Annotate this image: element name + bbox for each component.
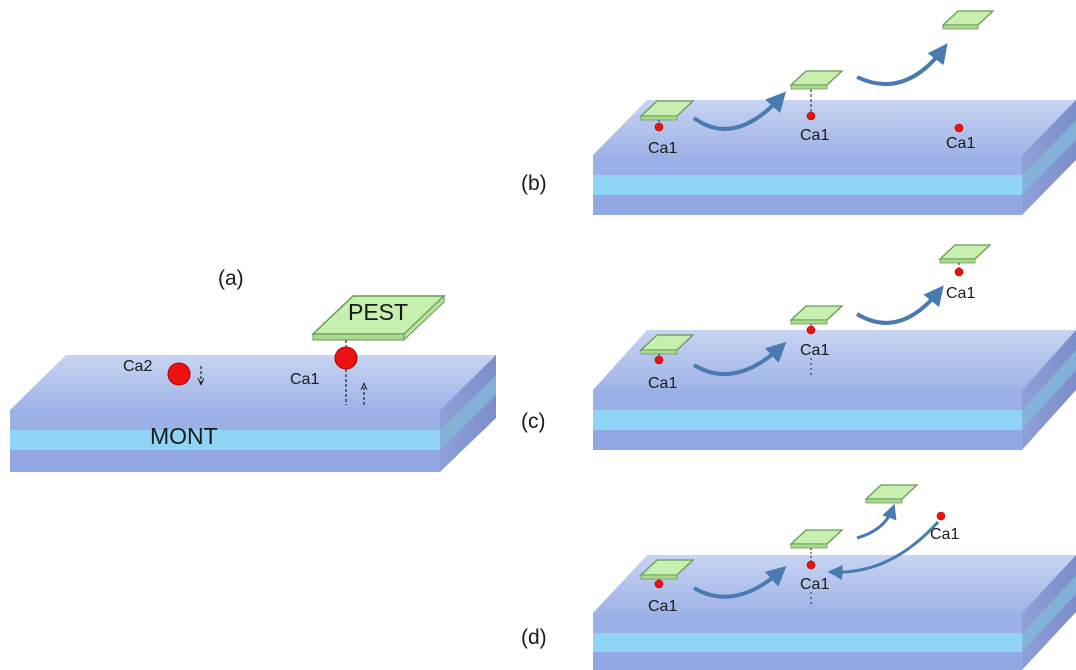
ion-c2 (806, 325, 816, 335)
arrow-c1 (692, 341, 787, 377)
ion-c3-label: Ca1 (946, 285, 975, 302)
mont-label: MONT (150, 423, 218, 449)
panel-d: (d) Ca1 Ca1 Ca1 (521, 484, 1076, 670)
ion-d1 (654, 579, 664, 589)
ion-b1 (654, 122, 664, 132)
molecule-d2 (789, 529, 844, 549)
slab-b (593, 100, 1076, 215)
ion-d3-label: Ca1 (930, 526, 959, 543)
molecule-c1 (639, 334, 695, 355)
molecule-b1 (639, 100, 695, 121)
ion-c2-label: Ca1 (800, 342, 829, 359)
arrow-d1 (692, 566, 787, 599)
ion-b3 (954, 123, 964, 133)
arrow-d3 (827, 520, 940, 581)
slab-d (593, 555, 1076, 670)
ion-d2 (806, 560, 816, 570)
pest-label: PEST (348, 299, 408, 325)
ion-b3-label: Ca1 (946, 135, 975, 152)
panel-a: (a) MONT Ca2 PEST Ca1 (10, 267, 496, 472)
panel-c: (c) Ca1 Ca1 Ca1 (521, 244, 1076, 450)
ca1-ion (334, 346, 358, 370)
ion-c3 (954, 267, 964, 277)
panel-a-label: (a) (218, 267, 244, 290)
ion-c1 (654, 355, 664, 365)
ca1-label: Ca1 (290, 371, 319, 388)
ion-c1-label: Ca1 (648, 375, 677, 392)
ion-d1-label: Ca1 (648, 598, 677, 615)
molecule-c3 (938, 244, 992, 264)
arrow-b1 (692, 91, 787, 131)
ion-b2 (806, 111, 816, 121)
arrow-c2 (855, 285, 944, 325)
arrow-d2 (856, 503, 897, 540)
molecule-c2 (789, 305, 844, 325)
ion-d3 (936, 511, 946, 521)
pest-molecule (311, 294, 446, 342)
panel-d-label: (d) (521, 626, 547, 649)
panel-c-label: (c) (521, 410, 546, 433)
molecule-d1 (639, 559, 695, 580)
ion-b2-label: Ca1 (800, 127, 829, 144)
molecule-b3 (941, 10, 995, 30)
panel-b-label: (b) (521, 172, 547, 195)
panel-b: (b) Ca1 Ca1 Ca1 (521, 10, 1076, 215)
molecule-d3 (864, 484, 919, 504)
ion-d2-label: Ca1 (800, 576, 829, 593)
mont-slab (10, 355, 496, 472)
molecule-b2 (789, 70, 844, 90)
ion-b1-label: Ca1 (648, 140, 677, 157)
ca2-ion (167, 362, 191, 386)
ca2-label: Ca2 (123, 358, 152, 375)
arrow-b2 (856, 43, 948, 86)
